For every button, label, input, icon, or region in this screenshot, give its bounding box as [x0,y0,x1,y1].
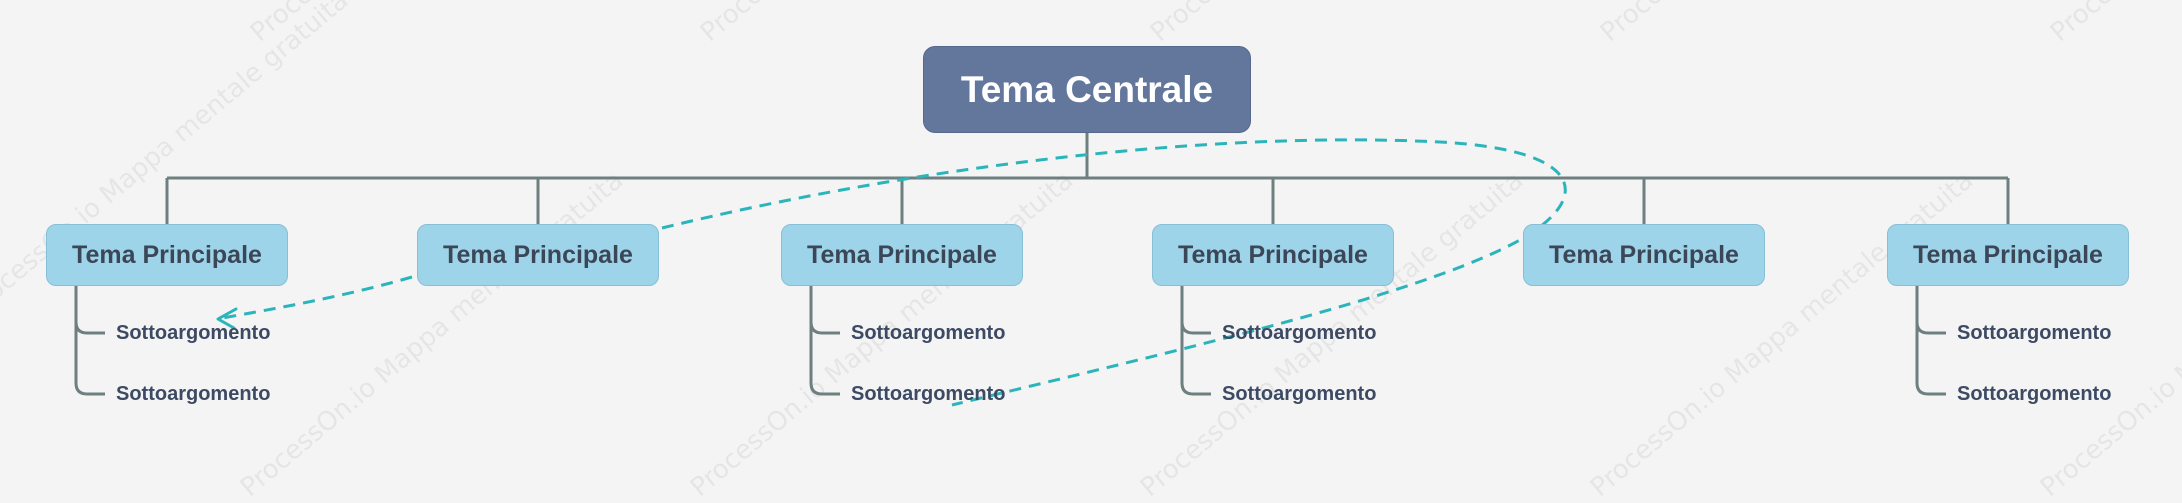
subtopic-1-1[interactable]: Sottoargomento [116,322,271,344]
subtopic-6-2[interactable]: Sottoargomento [1957,383,2112,405]
watermark-2: ProcessOn.io Mappa mentale gratuita [235,165,630,503]
watermark-9: ProcessOn.io Mappa mentale gratuita [1145,0,1539,48]
central-topic-label: Tema Centrale [960,68,1214,110]
subtopic-branch-1 [74,286,105,396]
central-topic[interactable]: Tema Centrale [923,46,1251,133]
watermark-5: ProcessOn.io Mappa mentale gratuita [1585,165,1980,503]
subtopic-3-1[interactable]: Sottoargomento [851,322,1006,344]
main-topic-6[interactable]: Tema Principale [1887,224,2129,286]
main-topic-4[interactable]: Tema Principale [1152,224,1394,286]
main-topic-label: Tema Principale [1178,240,1368,269]
subtopic-branch-4 [1180,286,1211,396]
main-topic-label: Tema Principale [1913,240,2103,269]
main-topic-5[interactable]: Tema Principale [1523,224,1765,286]
main-topic-label: Tema Principale [72,240,262,269]
subtopic-6-1[interactable]: Sottoargomento [1957,322,2112,344]
subtopic-4-2[interactable]: Sottoargomento [1222,383,1377,405]
main-topic-label: Tema Principale [443,240,633,269]
watermark-10: ProcessOn.io Mappa mentale gratuita [1595,0,1989,48]
subtopic-1-2[interactable]: Sottoargomento [116,383,271,405]
main-topic-2[interactable]: Tema Principale [417,224,659,286]
watermark-8: ProcessOn.io Mappa mentale gratuita [695,0,1089,48]
subtopic-3-2[interactable]: Sottoargomento [851,383,1006,405]
subtopic-branch-6 [1915,286,1946,396]
main-topic-1[interactable]: Tema Principale [46,224,288,286]
main-topic-3[interactable]: Tema Principale [781,224,1023,286]
watermark-11: ProcessOn.io Mappa mentale gratuita [2045,0,2182,48]
subtopic-4-1[interactable]: Sottoargomento [1222,322,1377,344]
main-topic-label: Tema Principale [1549,240,1739,269]
main-topic-label: Tema Principale [807,240,997,269]
